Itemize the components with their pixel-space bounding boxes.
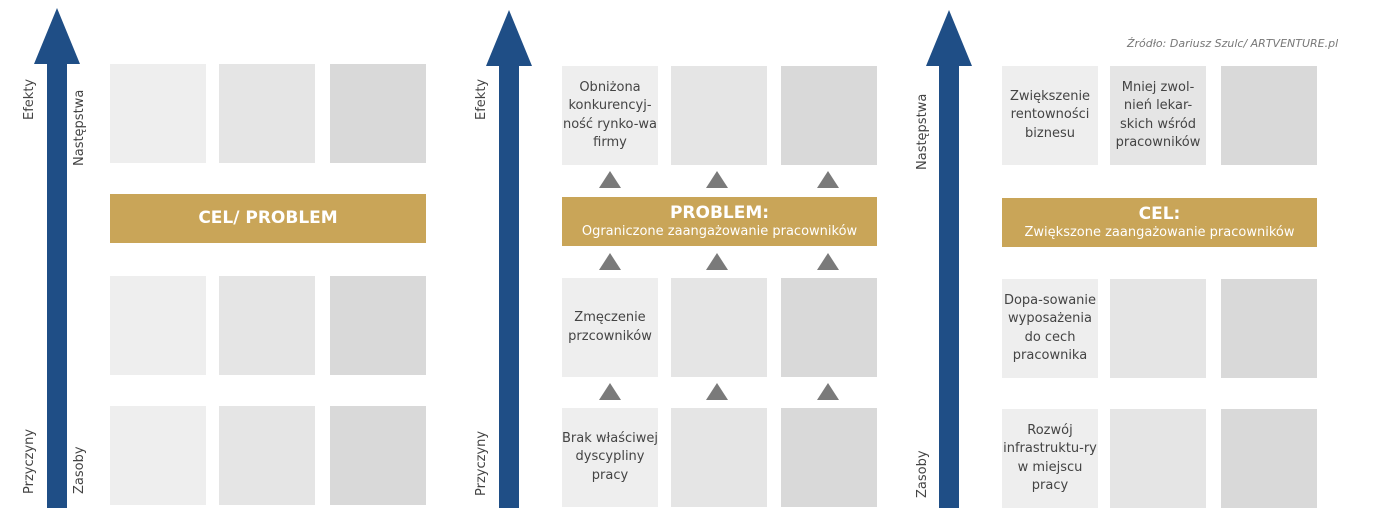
grid-box bbox=[330, 64, 426, 163]
grid-box bbox=[219, 64, 315, 163]
grid-box bbox=[781, 278, 877, 377]
problem-bar: PROBLEM: Ograniczone zaangażowanie praco… bbox=[562, 197, 877, 246]
cause-box-discipline: Brak właściwej dyscypliny pracy bbox=[562, 408, 658, 507]
up-triangle-icon bbox=[706, 171, 728, 188]
bar-title: CEL/ PROBLEM bbox=[198, 208, 338, 228]
up-triangle-icon bbox=[599, 383, 621, 400]
grid-box bbox=[781, 66, 877, 165]
resources-label: Zasoby bbox=[915, 450, 930, 498]
grid-box bbox=[219, 276, 315, 375]
up-arrow-icon bbox=[34, 8, 80, 508]
up-triangle-icon bbox=[817, 171, 839, 188]
effects-label: Efekty bbox=[22, 78, 37, 120]
grid-box bbox=[1110, 279, 1206, 378]
grid-box bbox=[1221, 279, 1317, 378]
up-triangle-icon bbox=[817, 253, 839, 270]
consequences-label: Następstwa bbox=[72, 89, 87, 166]
grid-box bbox=[671, 278, 767, 377]
up-triangle-icon bbox=[706, 383, 728, 400]
effects-label: Efekty bbox=[474, 78, 489, 120]
grid-box bbox=[781, 408, 877, 507]
causes-label: Przyczyny bbox=[474, 430, 489, 496]
grid-box bbox=[330, 406, 426, 505]
up-arrow-icon bbox=[926, 10, 972, 508]
resource-box-equipment: Dopa-sowanie wyposażenia do cech pracown… bbox=[1002, 279, 1098, 378]
bar-title: CEL: bbox=[1138, 203, 1181, 224]
up-triangle-icon bbox=[599, 171, 621, 188]
grid-box bbox=[330, 276, 426, 375]
up-triangle-icon bbox=[706, 253, 728, 270]
resources-label: Zasoby bbox=[72, 446, 87, 494]
effect-box-competitiveness: Obniżona konkurencyj-ność rynko-wa firmy bbox=[562, 66, 658, 165]
grid-box bbox=[110, 64, 206, 163]
resource-box-infrastructure: Rozwój infrastruktu-ry w miejscu pracy bbox=[1002, 409, 1098, 508]
cause-box-fatigue: Zmęczenie przcowników bbox=[562, 278, 658, 377]
grid-box bbox=[110, 406, 206, 505]
grid-box bbox=[219, 406, 315, 505]
bar-subtitle: Zwiększone zaangażowanie pracowników bbox=[1024, 224, 1295, 240]
bar-title: PROBLEM: bbox=[669, 202, 770, 223]
causes-label: Przyczyny bbox=[22, 428, 37, 494]
goal-problem-bar: CEL/ PROBLEM bbox=[110, 194, 426, 243]
grid-box bbox=[671, 408, 767, 507]
source-caption: Źródło: Dariusz Szulc/ ARTVENTURE.pl bbox=[1127, 37, 1339, 50]
grid-box bbox=[110, 276, 206, 375]
bar-subtitle: Ograniczone zaangażowanie pracowników bbox=[581, 223, 858, 239]
up-triangle-icon bbox=[599, 253, 621, 270]
goal-bar: CEL: Zwiększone zaangażowanie pracownikó… bbox=[1002, 198, 1317, 247]
up-arrow-icon bbox=[486, 10, 532, 508]
grid-box bbox=[1221, 66, 1317, 165]
consequences-label: Następstwa bbox=[915, 93, 930, 170]
grid-box bbox=[1221, 409, 1317, 508]
grid-box bbox=[1110, 409, 1206, 508]
up-triangle-icon bbox=[817, 383, 839, 400]
effect-box-sick-leave: Mniej zwol-nień lekar-skich wśród pracow… bbox=[1110, 66, 1206, 165]
effect-box-profitability: Zwiększenie rentowności biznesu bbox=[1002, 66, 1098, 165]
grid-box bbox=[671, 66, 767, 165]
